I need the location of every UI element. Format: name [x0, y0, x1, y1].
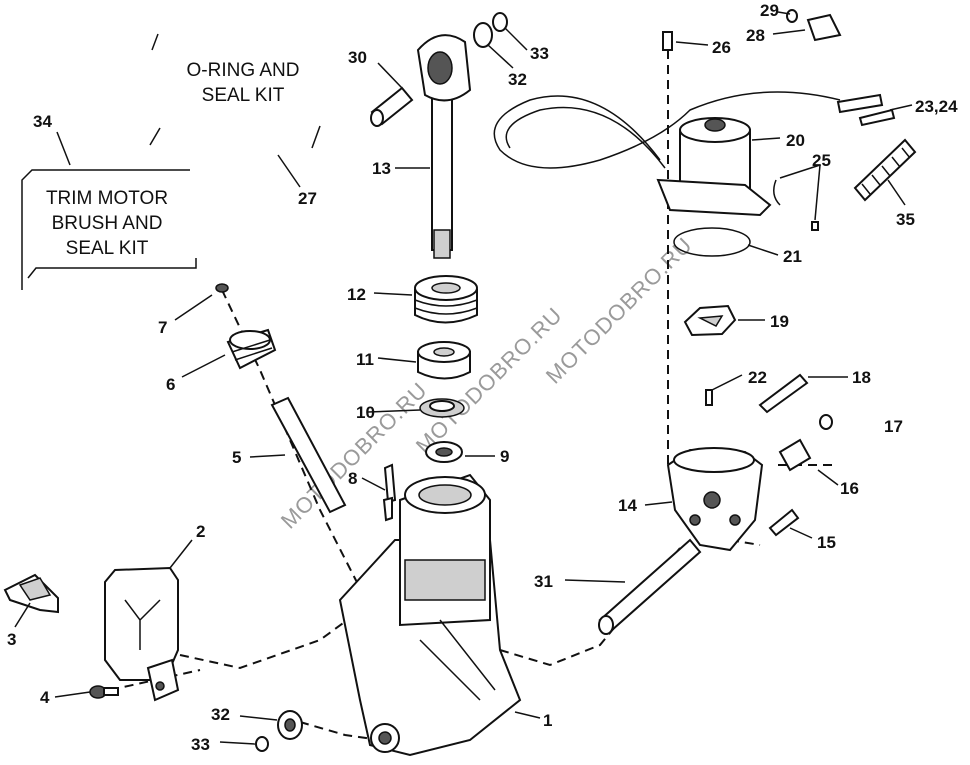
part-6-cap — [226, 328, 277, 370]
callout-9: 9 — [500, 447, 509, 466]
watermarks: MOTODOBRO.RU MOTODOBRO.RU MOTODOBRO.RU — [276, 232, 697, 533]
callout-32-top: 32 — [508, 70, 527, 89]
dash-7-to-5 — [221, 289, 366, 599]
part-35-spring — [853, 138, 917, 202]
part-21-oring — [673, 227, 751, 257]
callout-33-top: 33 — [530, 44, 549, 63]
part-2-cover — [104, 566, 180, 702]
part-15-screw — [768, 508, 800, 537]
callout-8: 8 — [348, 469, 357, 488]
part-32-33-bottom — [255, 710, 303, 752]
callout-10: 10 — [356, 403, 375, 422]
callout-20: 20 — [786, 131, 805, 150]
callout-15: 15 — [817, 533, 836, 552]
trim-kit-line-2: BRUSH AND — [52, 213, 163, 234]
dash-4-to-1 — [179, 584, 396, 670]
oring-kit-line-2: SEAL KIT — [202, 85, 285, 106]
part-7-pin — [215, 283, 229, 293]
trim-motor-kit-box: TRIM MOTOR BRUSH AND SEAL KIT — [21, 169, 197, 290]
kit-bracket-tl — [151, 33, 159, 51]
callout-14: 14 — [618, 496, 637, 515]
part-31-shaft — [598, 538, 702, 635]
trim-kit-line-3: SEAL KIT — [66, 238, 149, 259]
part-20-motor — [493, 91, 896, 217]
trim-kit-bracket-top — [21, 169, 190, 290]
callout-13: 13 — [372, 159, 391, 178]
trim-kit-bracket-bottom — [27, 258, 197, 279]
watermark-2: MOTODOBRO.RU — [411, 302, 567, 458]
callout-33-bottom: 33 — [191, 735, 210, 754]
dash-31 — [499, 547, 681, 667]
callout-3: 3 — [7, 630, 16, 649]
part-11-piston — [417, 341, 471, 380]
part-32-33-top — [473, 12, 508, 48]
callout-27: 27 — [298, 189, 317, 208]
callout-28: 28 — [746, 26, 765, 45]
callout-30: 30 — [348, 48, 367, 67]
watermark-3: MOTODOBRO.RU — [541, 232, 697, 388]
kit-bracket-r — [311, 125, 321, 149]
part-26-screw — [662, 31, 673, 51]
part-12-gland — [414, 275, 478, 324]
part-9-washer — [425, 441, 463, 463]
part-14-pump — [666, 447, 764, 552]
part-8-fittings — [382, 463, 397, 522]
callout-4: 4 — [40, 688, 50, 707]
callout-18: 18 — [852, 368, 871, 387]
part-22-pin — [705, 389, 713, 406]
callout-17: 17 — [884, 417, 903, 436]
callout-1: 1 — [543, 711, 552, 730]
part-10-seal — [419, 398, 465, 418]
callout-34: 34 — [33, 112, 52, 131]
part-28-29 — [786, 9, 842, 42]
part-30-pin — [370, 86, 414, 127]
leader-lines — [14, 11, 913, 745]
callout-32-bottom: 32 — [211, 705, 230, 724]
part-1-housing — [338, 473, 522, 757]
kit-bracket-bl — [149, 127, 161, 146]
callout-7: 7 — [158, 318, 167, 337]
part-5-rod — [270, 396, 347, 514]
part-3-clip — [3, 573, 59, 614]
callout-5: 5 — [232, 448, 241, 467]
part-25-clips — [773, 179, 819, 231]
part-19-filter — [683, 304, 737, 337]
callout-2: 2 — [196, 522, 205, 541]
callout-29: 29 — [760, 1, 779, 20]
oring-kit-line-1: O-RING AND — [187, 60, 300, 81]
callout-21: 21 — [783, 247, 802, 266]
callout-16: 16 — [840, 479, 859, 498]
callout-11: 11 — [356, 350, 374, 369]
callout-22: 22 — [748, 368, 767, 387]
callout-26: 26 — [712, 38, 731, 57]
trim-kit-line-1: TRIM MOTOR — [46, 188, 168, 209]
callout-31: 31 — [534, 572, 553, 591]
part-13-trim-rod — [416, 34, 472, 259]
part-18-screw — [758, 373, 809, 414]
dash-32-33 — [299, 721, 381, 741]
oring-seal-kit-box: O-RING AND SEAL KIT — [149, 33, 321, 149]
callout-12: 12 — [347, 285, 366, 304]
callout-35: 35 — [896, 210, 915, 229]
callout-6: 6 — [166, 375, 175, 394]
part-4-screw — [89, 685, 119, 699]
callout-19: 19 — [770, 312, 789, 331]
callouts: 1 2 3 4 5 6 7 8 9 10 11 12 13 14 15 16 1… — [7, 1, 958, 754]
callout-25: 25 — [812, 151, 831, 170]
callout-23-24: 23,24 — [915, 97, 958, 116]
part-16-fitting — [778, 414, 833, 472]
